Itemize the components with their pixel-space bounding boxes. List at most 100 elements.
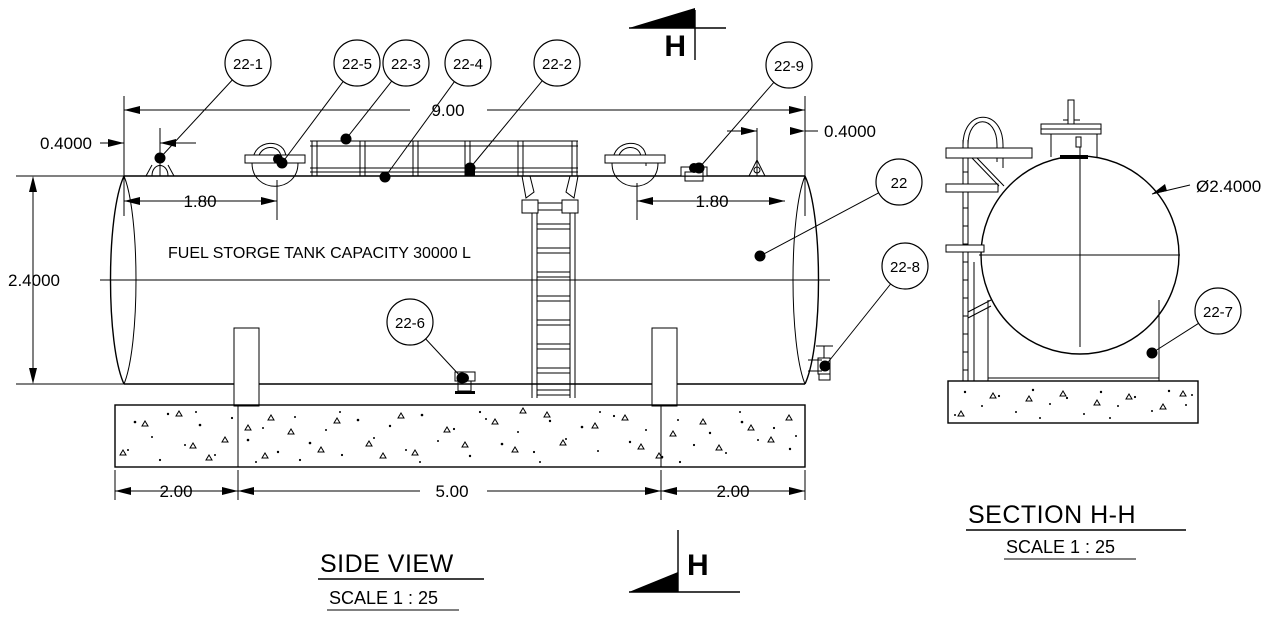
balloon-22-1[interactable]: 22-1 — [154, 39, 272, 164]
balloon-label: 22-3 — [391, 56, 421, 73]
balloon-label: 22-6 — [395, 315, 425, 332]
balloon-22-3[interactable]: 22-3 — [340, 39, 430, 145]
section-view-group: Ø2.4000 SECTION H-H SCALE 1 : 25 — [945, 99, 1261, 560]
balloon-22[interactable]: 22 — [754, 158, 923, 262]
access-ladder — [521, 175, 579, 398]
dim-overall-length-value: 9.00 — [431, 101, 464, 120]
balloon-label: 22-2 — [542, 56, 572, 73]
leader-dot — [456, 372, 468, 384]
section-concrete-aggregate — [957, 390, 1187, 417]
balloon-22-6[interactable]: 22-6 — [386, 298, 468, 384]
nozzle-22-5 — [244, 142, 306, 187]
balloon-label: 22 — [891, 175, 908, 192]
leader-line — [345, 80, 393, 140]
dim-right-nozzle-value: 1.80 — [695, 192, 728, 211]
leader-line — [759, 192, 879, 257]
balloon-circle[interactable] — [875, 158, 923, 206]
dim-tank-diameter: Ø2.4000 — [1151, 177, 1261, 196]
section-view-title-block: SECTION H-H SCALE 1 : 25 — [966, 501, 1186, 560]
dim-overall-length: 9.00 — [124, 101, 805, 120]
balloon-22-5[interactable]: 22-5 — [276, 39, 381, 169]
tank-capacity-note: FUEL STORGE TANK CAPACITY 30000 L — [168, 245, 471, 262]
dim-foundation: 2.00 5.00 2.00 — [114, 470, 806, 501]
side-view-group: FUEL STORGE TANK CAPACITY 30000 L 9.00 0… — [8, 96, 876, 611]
leader-line — [384, 81, 455, 178]
dim-tank-height-value: 2.4000 — [8, 271, 60, 290]
balloon-22-8[interactable]: 22-8 — [819, 242, 929, 372]
balloon-circle[interactable] — [1194, 287, 1242, 335]
leader-line — [281, 81, 344, 164]
section-mark-bottom: H — [629, 530, 740, 593]
balloon-circle[interactable] — [224, 39, 272, 87]
concrete-aggregate — [119, 407, 793, 461]
balloon-circle[interactable] — [333, 39, 381, 87]
balloon-label: 22-9 — [774, 58, 804, 75]
dim-left-offset: 0.4000 — [40, 128, 196, 176]
balloon-circle[interactable] — [444, 39, 492, 87]
dim-foundation-right-value: 2.00 — [716, 482, 749, 501]
leader-dot — [379, 171, 391, 183]
nozzle-22-1 — [145, 128, 176, 177]
section-ladder-rungs — [963, 154, 968, 371]
section-mark-bottom-label: H — [687, 549, 709, 582]
dim-foundation-mid-value: 5.00 — [435, 482, 468, 501]
balloon-label: 22-5 — [342, 56, 372, 73]
balloon-circle[interactable] — [533, 39, 581, 87]
section-support-frame — [987, 300, 1160, 381]
side-view-title: SIDE VIEW — [320, 550, 454, 578]
dim-foundation-left-value: 2.00 — [159, 482, 192, 501]
section-tank-circle — [979, 147, 1180, 355]
leader-dot — [340, 133, 352, 145]
leader-dot — [1146, 347, 1158, 359]
side-view-title-block: SIDE VIEW SCALE 1 : 25 — [318, 550, 484, 611]
concrete-hatch — [127, 410, 797, 464]
leader-dot — [693, 162, 705, 174]
balloon-22-9[interactable]: 22-9 — [693, 41, 813, 174]
balloon-22-2[interactable]: 22-2 — [464, 39, 581, 174]
balloon-label: 22-1 — [233, 56, 263, 73]
section-ladder — [945, 116, 1033, 381]
dim-right-offset-value: 0.4000 — [824, 122, 876, 141]
balloon-label: 22-7 — [1203, 304, 1233, 321]
leader-line — [469, 80, 543, 169]
leader-line — [824, 283, 892, 367]
leader-dot — [154, 152, 166, 164]
leader-line — [159, 79, 233, 159]
platform-railing — [310, 134, 578, 182]
leader-line — [698, 81, 775, 169]
leader-dot — [819, 360, 831, 372]
dim-tank-diameter-value: Ø2.4000 — [1196, 177, 1261, 196]
vent-valve-right — [742, 128, 772, 177]
concrete-foundation — [114, 404, 806, 468]
balloon-circle[interactable] — [386, 298, 434, 346]
dim-tank-height: 2.4000 — [8, 175, 124, 385]
section-mark-top-label: H — [664, 30, 686, 63]
ladder-rungs — [537, 223, 570, 396]
dim-right-nozzle-spacing: 1.80 — [636, 183, 785, 220]
saddle-support-left — [233, 327, 260, 407]
side-view-scale: SCALE 1 : 25 — [329, 588, 438, 608]
leader-dot — [754, 250, 766, 262]
leader-line — [425, 338, 463, 379]
nozzle-right-bowl — [604, 142, 666, 187]
dim-right-offset: 0.4000 — [727, 122, 876, 176]
dim-left-offset-value: 0.4000 — [40, 134, 92, 153]
saddle-support-right — [651, 327, 678, 407]
balloon-circle[interactable] — [765, 41, 813, 89]
balloon-circle[interactable] — [382, 39, 430, 87]
balloon-22-4[interactable]: 22-4 — [379, 39, 492, 183]
dim-left-nozzle-spacing: 1.80 — [124, 180, 278, 220]
leader-dot — [276, 157, 288, 169]
section-mark-top: H — [629, 8, 726, 63]
balloon-circle[interactable] — [881, 242, 929, 290]
section-concrete-hatch — [954, 388, 1193, 419]
section-view-scale: SCALE 1 : 25 — [1006, 537, 1115, 557]
leader-dot — [464, 162, 476, 174]
section-foundation — [947, 380, 1199, 424]
section-manhole-cover — [1040, 99, 1102, 159]
section-view-title: SECTION H-H — [968, 501, 1136, 529]
balloon-22-7[interactable]: 22-7 — [1146, 287, 1242, 359]
